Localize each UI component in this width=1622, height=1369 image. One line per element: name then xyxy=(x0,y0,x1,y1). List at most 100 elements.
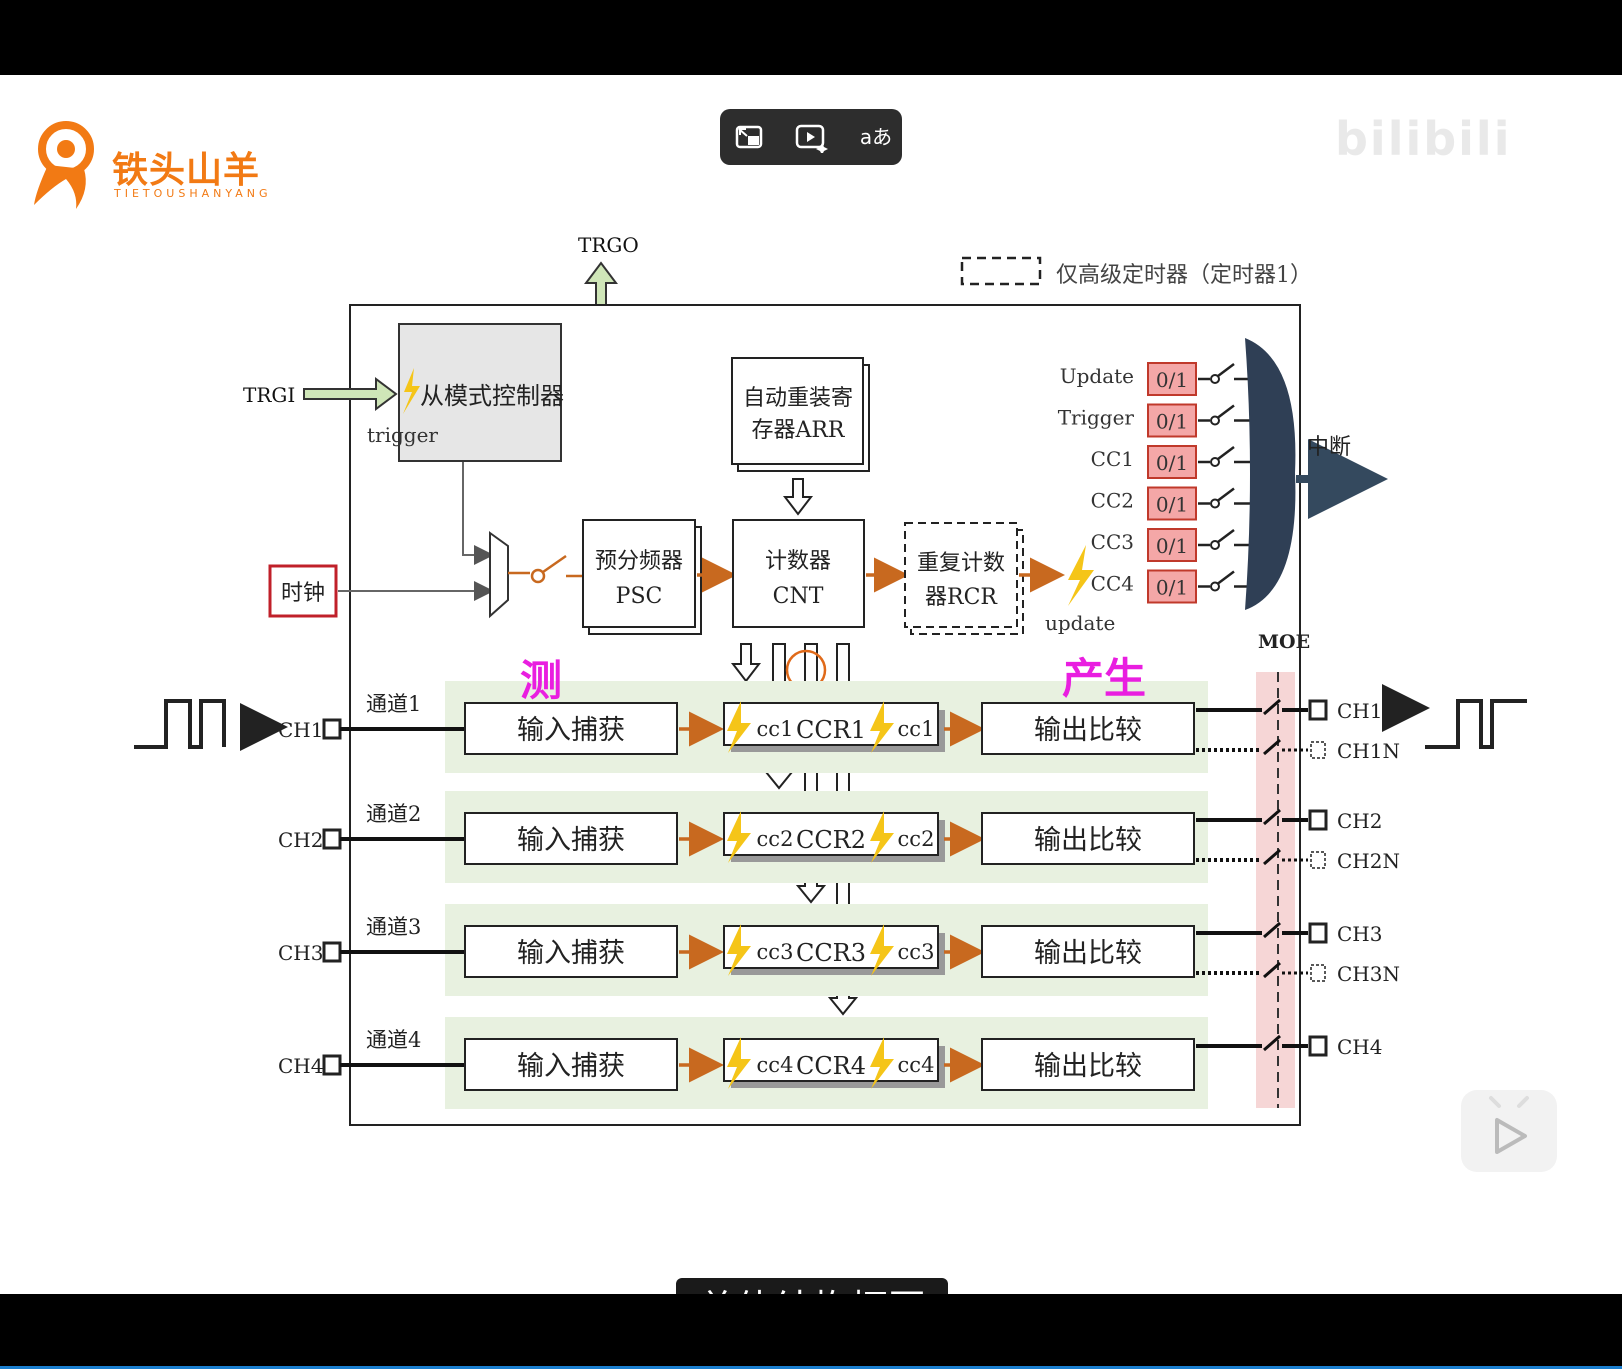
interrupt-source-label: CC4 xyxy=(1091,572,1134,596)
ccr-label: CCR2 xyxy=(796,826,866,854)
input-pin-box xyxy=(322,941,342,963)
input-pin-label: CH1 xyxy=(278,718,323,742)
complementary-switch xyxy=(1263,961,1281,979)
output-pin-label: CH3 xyxy=(1337,922,1382,946)
input-pin-box xyxy=(322,1054,342,1076)
output-compare-label: 输出比较 xyxy=(1034,938,1142,969)
pip-exit-icon[interactable] xyxy=(732,121,766,153)
input-capture-block xyxy=(464,925,678,978)
interrupt-flag-value: 0/1 xyxy=(1156,410,1188,434)
interrupt-switch xyxy=(1217,529,1235,543)
ccr-label: CCR4 xyxy=(796,1052,866,1080)
switch-contact xyxy=(1210,498,1220,509)
moe-label: MOE xyxy=(1258,631,1310,653)
interrupt-source-label: CC3 xyxy=(1091,530,1134,554)
interrupt-flag-box xyxy=(1147,362,1197,396)
psc-label-line2: PSC xyxy=(616,584,663,609)
clock-switch xyxy=(542,554,567,574)
interrupt-source-label: Trigger xyxy=(1058,406,1135,430)
ccr-label: CCR3 xyxy=(796,939,866,967)
channel-name-label: 通道1 xyxy=(366,692,421,716)
trgo-label: TRGO xyxy=(578,233,639,257)
moe-region xyxy=(1256,672,1295,1108)
cnt-label-line1: 计数器 xyxy=(765,549,831,574)
arr-register-block xyxy=(731,357,864,465)
switch-contact xyxy=(1210,415,1220,426)
rcr-label-line2: 器RCR xyxy=(925,585,998,610)
interrupt-flag-value: 0/1 xyxy=(1156,576,1188,600)
clock-mux xyxy=(489,531,509,619)
cc-flag-label-left: cc2 xyxy=(757,827,794,851)
complementary-pin-label: CH1N xyxy=(1337,739,1400,763)
video-ai-icon[interactable] xyxy=(794,121,828,155)
interrupt-flag-value: 0/1 xyxy=(1156,451,1188,475)
cc-flag-label-left: cc1 xyxy=(757,717,794,741)
brand-logo: 铁头山羊 TIETOUSHANYANG xyxy=(32,113,268,213)
output-compare-label: 输出比较 xyxy=(1034,1051,1142,1082)
clock-source-box xyxy=(268,564,338,618)
input-capture-block xyxy=(464,702,678,755)
switch-contact xyxy=(530,568,546,584)
slave-mode-controller-block xyxy=(398,323,562,462)
brand-name: 铁头山羊 xyxy=(112,150,261,191)
output-pin-box xyxy=(1308,1035,1328,1057)
ccr-label: CCR1 xyxy=(796,716,866,744)
output-pin-box xyxy=(1308,922,1328,944)
brand-subtitle: TIETOUSHANYANG xyxy=(114,187,272,200)
cc-flag-label-left: cc4 xyxy=(757,1053,794,1077)
arr-to-cnt-arrow xyxy=(782,478,814,516)
trgi-label: TRGI xyxy=(243,383,295,407)
update-bolt-icon xyxy=(1068,545,1094,606)
goat-logo-icon xyxy=(34,121,94,209)
output-switch xyxy=(1263,921,1281,939)
interrupt-flag-value: 0/1 xyxy=(1156,534,1188,558)
cc-bolt-icon xyxy=(727,1037,751,1089)
input-capture-label: 输入捕获 xyxy=(517,825,625,856)
player-toolbar: aあ xyxy=(720,109,902,165)
output-pin-label: CH4 xyxy=(1337,1035,1382,1059)
output-compare-label: 输出比较 xyxy=(1034,825,1142,856)
interrupt-flag-value: 0/1 xyxy=(1156,493,1188,517)
complementary-switch xyxy=(1263,738,1281,756)
interrupt-label: 中断 xyxy=(1307,435,1351,460)
input-capture-label: 输入捕获 xyxy=(517,1051,625,1082)
switch-contact xyxy=(1210,457,1220,467)
rcr-label-line1: 重复计数 xyxy=(917,551,1005,576)
bilibili-watermark: bilibili xyxy=(1335,112,1512,166)
interrupt-switch xyxy=(1217,404,1235,419)
ccr-register-block xyxy=(723,702,939,746)
measure-annotation: 测 xyxy=(520,656,562,705)
cc-bolt-icon xyxy=(727,924,751,976)
cc-bolt-icon xyxy=(727,701,751,753)
switch-contact xyxy=(1210,540,1220,550)
switch-contact xyxy=(1210,581,1220,592)
output-switch xyxy=(1263,698,1281,716)
prescaler-block xyxy=(582,519,696,628)
channel-name-label: 通道2 xyxy=(366,802,421,826)
slave-mode-controller-label: 从模式控制器 xyxy=(420,382,564,410)
legend-text: 仅高级定时器（定时器1） xyxy=(1056,263,1312,288)
cc-flag-label-right: cc3 xyxy=(898,940,935,964)
cc-flag-label-right: cc2 xyxy=(898,827,935,851)
output-compare-block xyxy=(981,812,1195,865)
progress-line xyxy=(0,1366,1622,1369)
play-button[interactable] xyxy=(1461,1090,1557,1172)
cc-bolt-icon xyxy=(870,701,894,753)
interrupt-flag-box xyxy=(1147,403,1197,438)
output-waveform xyxy=(1425,699,1527,749)
trigger-label: trigger xyxy=(367,423,438,447)
channel-name-label: 通道4 xyxy=(366,1028,421,1052)
switch-contact xyxy=(1210,374,1220,384)
output-switch xyxy=(1263,1034,1281,1052)
translate-icon[interactable]: aあ xyxy=(859,125,893,149)
legend-dashed-box xyxy=(960,256,1042,286)
complementary-pin-label: CH2N xyxy=(1337,849,1400,873)
output-compare-block xyxy=(981,702,1195,755)
input-capture-block xyxy=(464,812,678,865)
complementary-pin-box xyxy=(1310,851,1326,869)
output-compare-label: 输出比较 xyxy=(1034,715,1142,746)
interrupt-flag-value: 0/1 xyxy=(1156,368,1188,392)
